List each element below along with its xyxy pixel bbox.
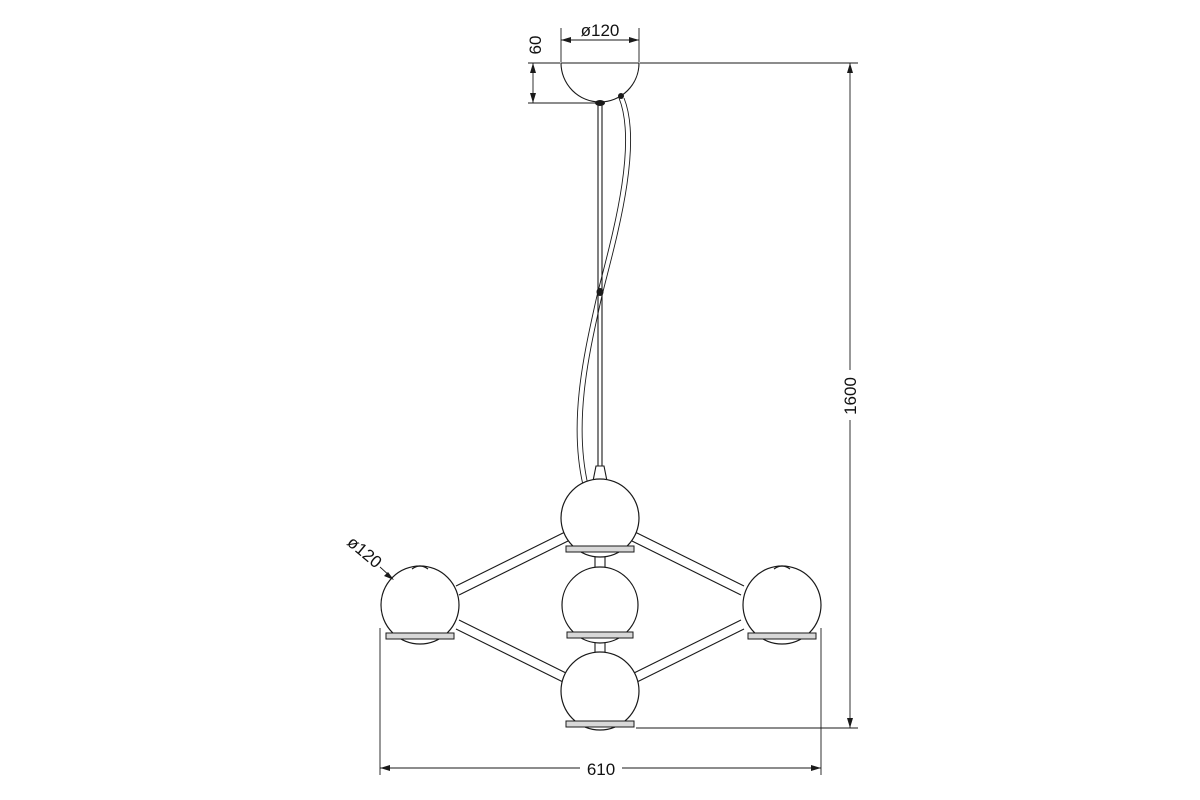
dimension-canopy-diameter: ø120	[560, 21, 640, 62]
canopy-diameter-label: ø120	[581, 21, 620, 40]
dimension-total-height: 1600	[636, 62, 860, 729]
dimension-shade-diameter: ø120	[343, 533, 394, 580]
power-cable	[576, 97, 631, 486]
globe-shade-right	[742, 565, 822, 645]
shade-diameter-label: ø120	[343, 533, 385, 572]
total-height-label: 1600	[841, 377, 860, 415]
ceiling-canopy	[560, 62, 640, 106]
dimension-total-width: 610	[379, 628, 822, 779]
globe-shade-top	[560, 478, 640, 558]
canopy-height-label: 60	[526, 36, 545, 55]
dimension-canopy-height: 60	[526, 36, 596, 104]
globe-shade-left	[380, 565, 460, 645]
globe-shade-center	[561, 566, 639, 644]
globe-shade-bottom	[560, 651, 640, 731]
total-width-label: 610	[587, 760, 615, 779]
connecting-arms	[455, 531, 745, 684]
